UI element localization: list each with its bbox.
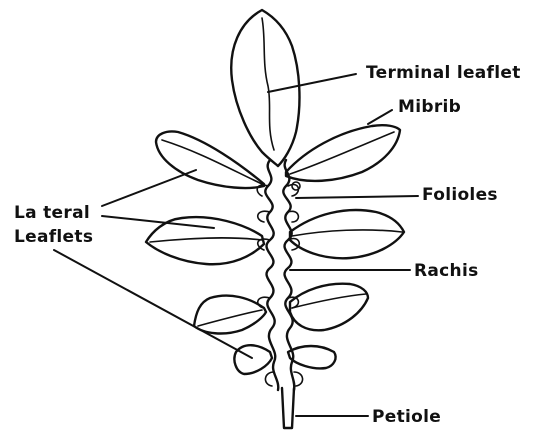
label-lateral-leaflets: La teral Leaflets — [14, 204, 93, 246]
lateral-leaflet-left-3 — [194, 296, 266, 334]
midrib-right-3 — [292, 294, 366, 308]
leader-terminal-leaflet — [268, 74, 356, 92]
label-folioles: Folioles — [422, 186, 498, 204]
lateral-leaflet-left-4 — [234, 345, 272, 374]
label-midrib: Mibrib — [398, 98, 461, 116]
basal-appendage — [265, 372, 302, 386]
leader-midrib — [368, 110, 392, 124]
leader-lateral-1 — [102, 170, 196, 206]
leader-folioles — [296, 196, 418, 198]
midrib-right-2 — [292, 230, 402, 236]
lateral-leaflet-right-3 — [290, 284, 368, 331]
petiole — [282, 388, 294, 428]
terminal-midrib — [262, 18, 274, 150]
folioles-left — [257, 185, 270, 308]
label-rachis: Rachis — [414, 262, 479, 280]
lateral-leaflet-right-4 — [288, 346, 336, 368]
label-petiole: Petiole — [372, 408, 441, 426]
label-terminal-leaflet: Terminal leaflet — [366, 64, 521, 82]
label-lateral-line2: Leaflets — [14, 228, 93, 246]
leader-lateral-3 — [54, 250, 252, 358]
midrib-left-2 — [150, 238, 262, 242]
label-lateral-line1: La teral — [14, 204, 93, 222]
